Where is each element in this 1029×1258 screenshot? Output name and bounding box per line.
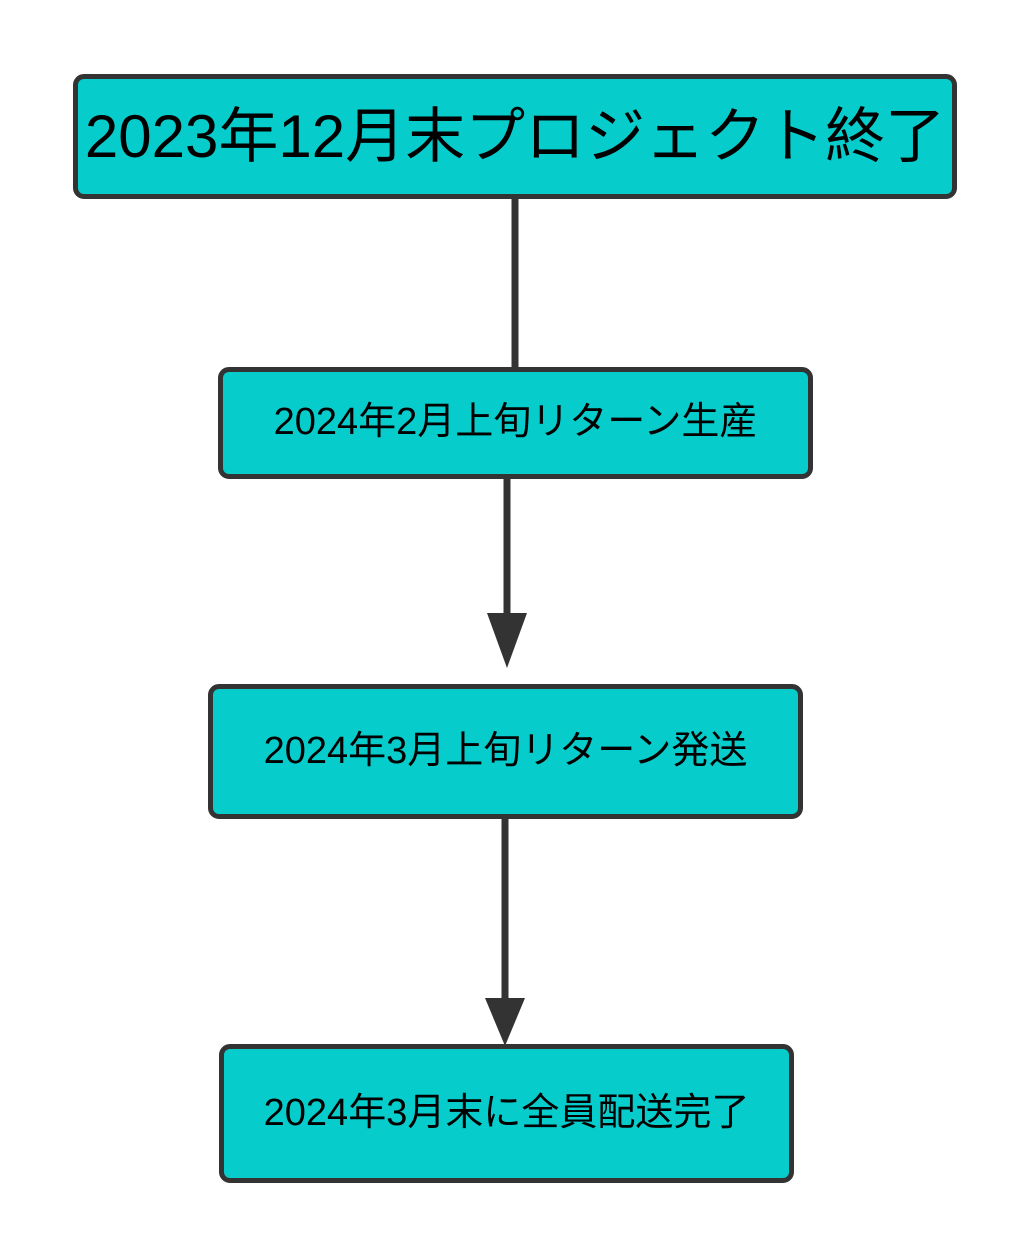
node-label: 2024年3月上旬リターン発送 (263, 729, 748, 772)
flowchart-node-project-end[interactable]: 2023年12月末プロジェクト終了 (73, 74, 957, 199)
node-label: 2023年12月末プロジェクト終了 (84, 102, 946, 170)
node-label: 2024年3月末に全員配送完了 (263, 1091, 750, 1134)
edge-node3-to-node4-arrowhead (485, 998, 525, 1046)
flowchart-node-reward-production[interactable]: 2024年2月上旬リターン生産 (218, 367, 813, 479)
flowchart-node-reward-shipping[interactable]: 2024年3月上旬リターン発送 (208, 684, 803, 819)
edge-node2-to-node3-arrowhead (487, 613, 527, 668)
flowchart-node-delivery-complete[interactable]: 2024年3月末に全員配送完了 (219, 1044, 794, 1183)
node-label: 2024年2月上旬リターン生産 (273, 401, 758, 444)
